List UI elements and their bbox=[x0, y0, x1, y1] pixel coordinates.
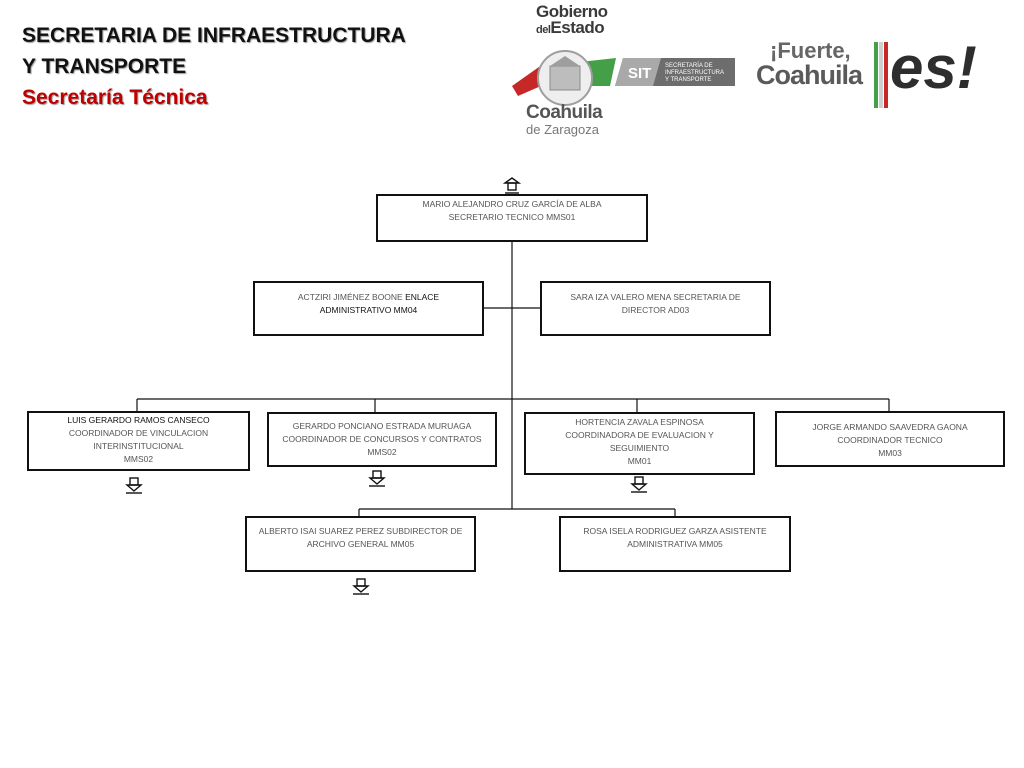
org-box-subdirector-archivo: ALBERTO ISAI SUAREZ PEREZ SUBDIRECTOR DE… bbox=[245, 516, 476, 572]
gobierno-estado-logo: Gobierno delEstado Coahuila de Zaragoza bbox=[510, 2, 620, 142]
org-box-coordinador-concursos: GERARDO PONCIANO ESTRADA MURUAGA COORDIN… bbox=[267, 412, 497, 467]
org-box-coordinadora-evaluacion: HORTENCIA ZAVALA ESPINOSA COORDINADORA D… bbox=[524, 412, 755, 475]
svg-text:SIT: SIT bbox=[628, 65, 651, 82]
up-arrow-link-icon[interactable] bbox=[502, 177, 522, 195]
down-arrow-link-icon[interactable] bbox=[351, 578, 371, 596]
down-arrow-link-icon[interactable] bbox=[124, 477, 144, 495]
page-title-line2: Y TRANSPORTE bbox=[22, 55, 187, 78]
org-box-secretaria-director: SARA IZA VALERO MENA SECRETARIA DE DIREC… bbox=[540, 281, 771, 336]
gobierno-wordmark: Gobierno delEstado bbox=[536, 2, 608, 37]
zaragoza-wordmark: de Zaragoza bbox=[526, 122, 599, 137]
title-block: SECRETARIA DE INFRAESTRUCTURA Y TRANSPOR… bbox=[22, 20, 406, 113]
fuerte-coahuila-logo: ¡Fuerte, Coahuila es! bbox=[750, 38, 990, 110]
org-box-coordinador-tecnico: JORGE ARMANDO SAAVEDRA GAONA COORDINADOR… bbox=[775, 411, 1005, 467]
down-arrow-link-icon[interactable] bbox=[629, 476, 649, 494]
down-arrow-link-icon[interactable] bbox=[367, 470, 387, 488]
org-box-asistente-administrativa: ROSA ISELA RODRIGUEZ GARZA ASISTENTE ADM… bbox=[559, 516, 791, 572]
page-title-line1: SECRETARIA DE INFRAESTRUCTURA bbox=[22, 24, 406, 47]
org-box-enlace-administrativo: ACTZIRI JIMÉNEZ BOONE ENLACE ADMINISTRAT… bbox=[253, 281, 484, 336]
svg-text:INFRAESTRUCTURA: INFRAESTRUCTURA bbox=[665, 70, 724, 76]
svg-text:Y TRANSPORTE: Y TRANSPORTE bbox=[665, 77, 711, 83]
svg-text:SECRETARÍA DE: SECRETARÍA DE bbox=[665, 62, 713, 69]
org-box-coordinador-vinculacion: LUIS GERARDO RAMOS CANSECO COORDINADOR D… bbox=[27, 411, 250, 471]
flag-stripe-icon bbox=[874, 42, 888, 108]
org-box-secretario-tecnico: MARIO ALEJANDRO CRUZ GARCÍA DE ALBA SECR… bbox=[376, 194, 648, 242]
page-subtitle: Secretaría Técnica bbox=[22, 86, 208, 109]
coat-of-arms-icon bbox=[512, 50, 616, 106]
coahuila-wordmark: Coahuila bbox=[526, 102, 603, 123]
sit-logo: SIT SECRETARÍA DE INFRAESTRUCTURA Y TRAN… bbox=[615, 58, 735, 86]
